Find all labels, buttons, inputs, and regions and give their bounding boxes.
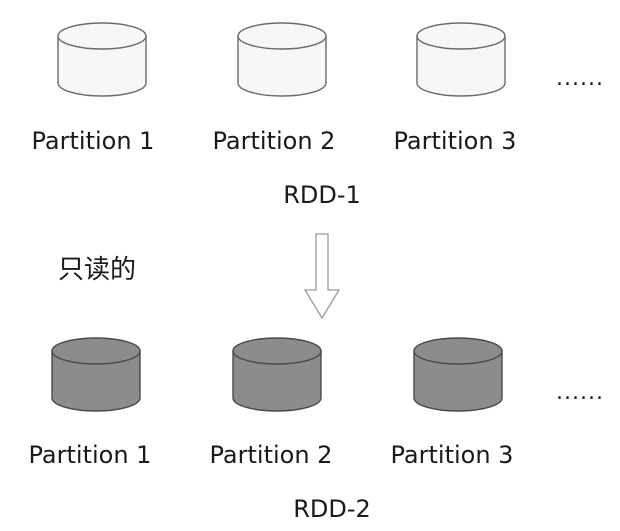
rdd1-partition-3-label: Partition 3 (393, 127, 517, 155)
rdd2-partition-1-cylinder-body (51, 350, 141, 412)
rdd2-partition-2-cylinder-top (232, 337, 322, 365)
read-only-note: 只读的 (58, 255, 137, 285)
rdd2-partition-2-cylinder (232, 337, 322, 412)
rdd1-partition-2-label: Partition 2 (212, 127, 336, 155)
rdd2-partition-2-label: Partition 2 (209, 441, 333, 469)
rdd1-partition-1-cylinder-body (57, 35, 147, 97)
rdd2-partition-1-cylinder-top (51, 337, 141, 365)
rdd1-partition-1-cylinder-top (57, 22, 147, 50)
rdd2-partition-3-cylinder-body (413, 350, 503, 412)
rdd2-partition-3-label: Partition 3 (390, 441, 514, 469)
rdd1-partition-1-label: Partition 1 (31, 127, 155, 155)
rdd2-partition-2-cylinder-body (232, 350, 322, 412)
rdd1-partition-3-cylinder-top (416, 22, 506, 50)
down-arrow-icon (303, 233, 341, 320)
rdd1-label: RDD-1 (283, 181, 361, 209)
rdd2-partition-3-cylinder (413, 337, 503, 412)
rdd1-ellipsis: ...... (556, 66, 604, 91)
rdd2-ellipsis: ...... (556, 380, 604, 405)
rdd1-partition-3-cylinder (416, 22, 506, 97)
rdd1-partition-2-cylinder-body (237, 35, 327, 97)
rdd1-partition-3-cylinder-body (416, 35, 506, 97)
rdd1-partition-2-cylinder-top (237, 22, 327, 50)
rdd1-partition-2-cylinder (237, 22, 327, 97)
rdd1-partition-1-cylinder (57, 22, 147, 97)
rdd2-partition-1-label: Partition 1 (28, 441, 152, 469)
rdd2-label: RDD-2 (293, 495, 371, 523)
rdd2-partition-3-cylinder-top (413, 337, 503, 365)
rdd2-partition-1-cylinder (51, 337, 141, 412)
